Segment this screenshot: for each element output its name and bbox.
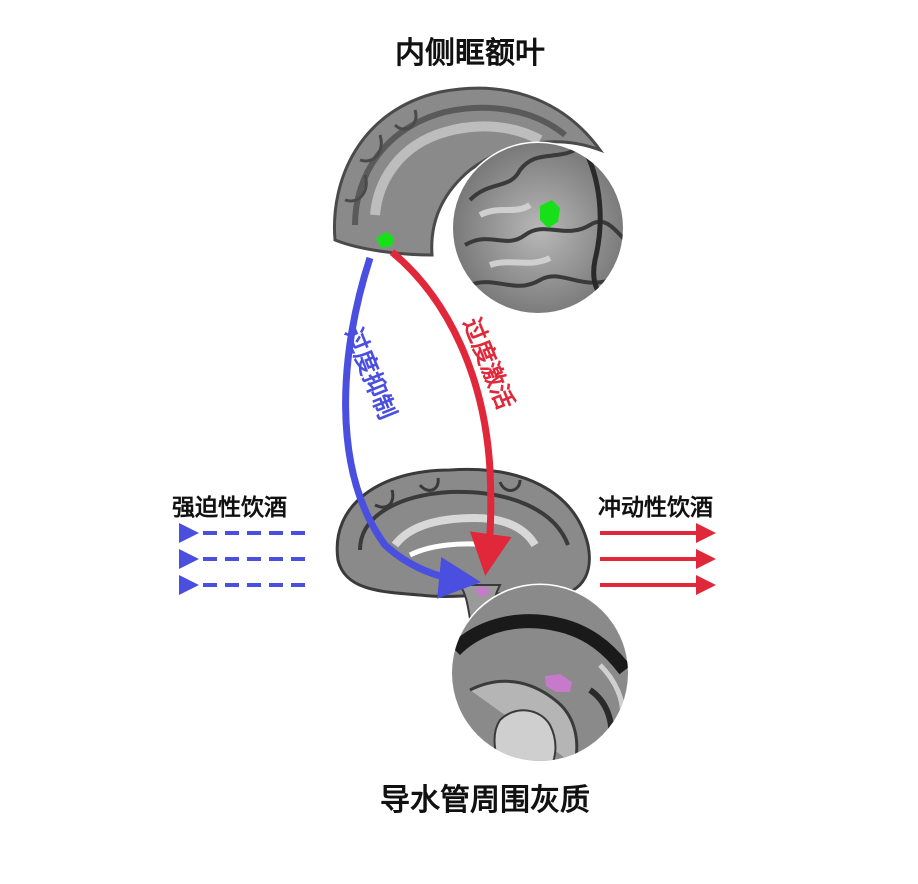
pag-brain-image [335,467,591,641]
pag-zoom-circle [450,583,630,763]
mofc-marker [376,232,394,248]
compulsive-drinking-label: 强迫性饮酒 [172,495,287,521]
mofc-brain-image [332,86,605,257]
pag-title: 导水管周围灰质 [380,783,590,818]
mofc-zoom-circle [451,141,625,315]
pag-marker-zoom [545,674,572,692]
right-solid-arrows [600,523,716,595]
blue-pathway-arrow [342,256,481,599]
mofc-title: 内侧眶额叶 [395,36,545,71]
impulsive-drinking-label: 冲动性饮酒 [598,495,713,521]
left-dashed-arrows [179,523,305,595]
mofc-marker-zoom [540,200,560,228]
red-pathway-arrow [389,249,512,576]
